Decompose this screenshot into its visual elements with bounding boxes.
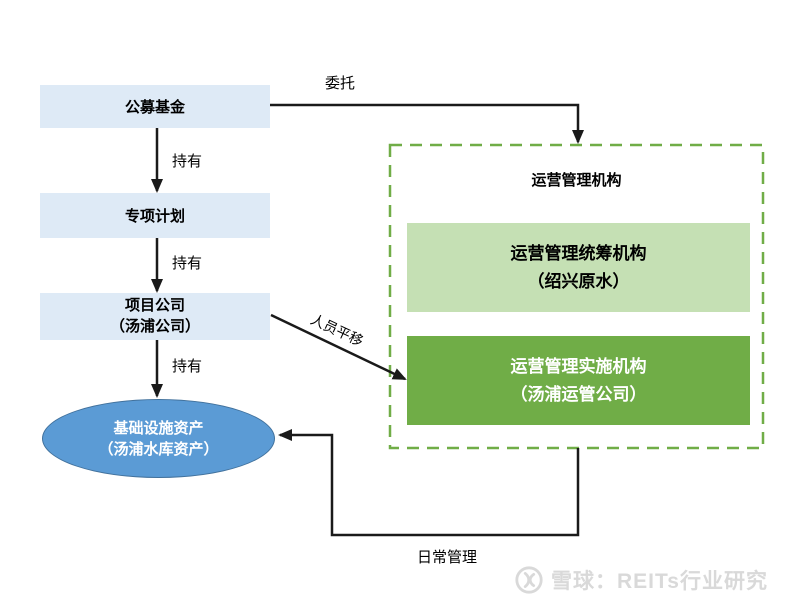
implementer-line1: 运营管理实施机构	[510, 357, 647, 377]
special-plan-box: 专项计划	[40, 193, 270, 238]
hold-label-1: 持有	[172, 153, 203, 170]
xueqiu-logo-icon	[515, 566, 543, 594]
project-company-box: 项目公司 （汤浦公司）	[40, 293, 270, 340]
watermark: 雪球：REITs行业研究	[514, 562, 768, 598]
public-fund-label: 公募基金	[124, 99, 185, 116]
hold-label-3: 持有	[172, 358, 203, 375]
coordinator-box: 运营管理统筹机构 （绍兴原水）	[407, 223, 750, 312]
special-plan-label: 专项计划	[124, 208, 185, 225]
personnel-transfer-label: 人员平移	[308, 310, 366, 350]
coordinator-line1: 运营管理统筹机构	[510, 244, 647, 264]
project-company-line1: 项目公司	[124, 297, 185, 315]
entrust-arrow	[270, 103, 584, 144]
infrastructure-asset-line2: （汤浦水库资产）	[98, 440, 219, 458]
implementer-line2: （汤浦运管公司）	[510, 384, 647, 404]
project-company-line2: （汤浦公司）	[109, 317, 200, 335]
hold-label-2: 持有	[172, 255, 203, 272]
coordinator-line2: （绍兴原水）	[527, 271, 630, 291]
public-fund-box: 公募基金	[40, 85, 270, 128]
implementer-box: 运营管理实施机构 （汤浦运管公司）	[407, 336, 750, 425]
daily-management-arrow	[278, 429, 580, 537]
entrust-label: 委托	[324, 75, 355, 92]
watermark-text: 雪球：REITs行业研究	[551, 570, 768, 593]
infrastructure-asset-ellipse: 基础设施资产 （汤浦水库资产）	[42, 399, 275, 478]
infrastructure-asset-line1: 基础设施资产	[113, 419, 204, 437]
operation-management-group-title: 运营管理机构	[531, 172, 622, 189]
daily-management-label: 日常管理	[416, 549, 477, 566]
